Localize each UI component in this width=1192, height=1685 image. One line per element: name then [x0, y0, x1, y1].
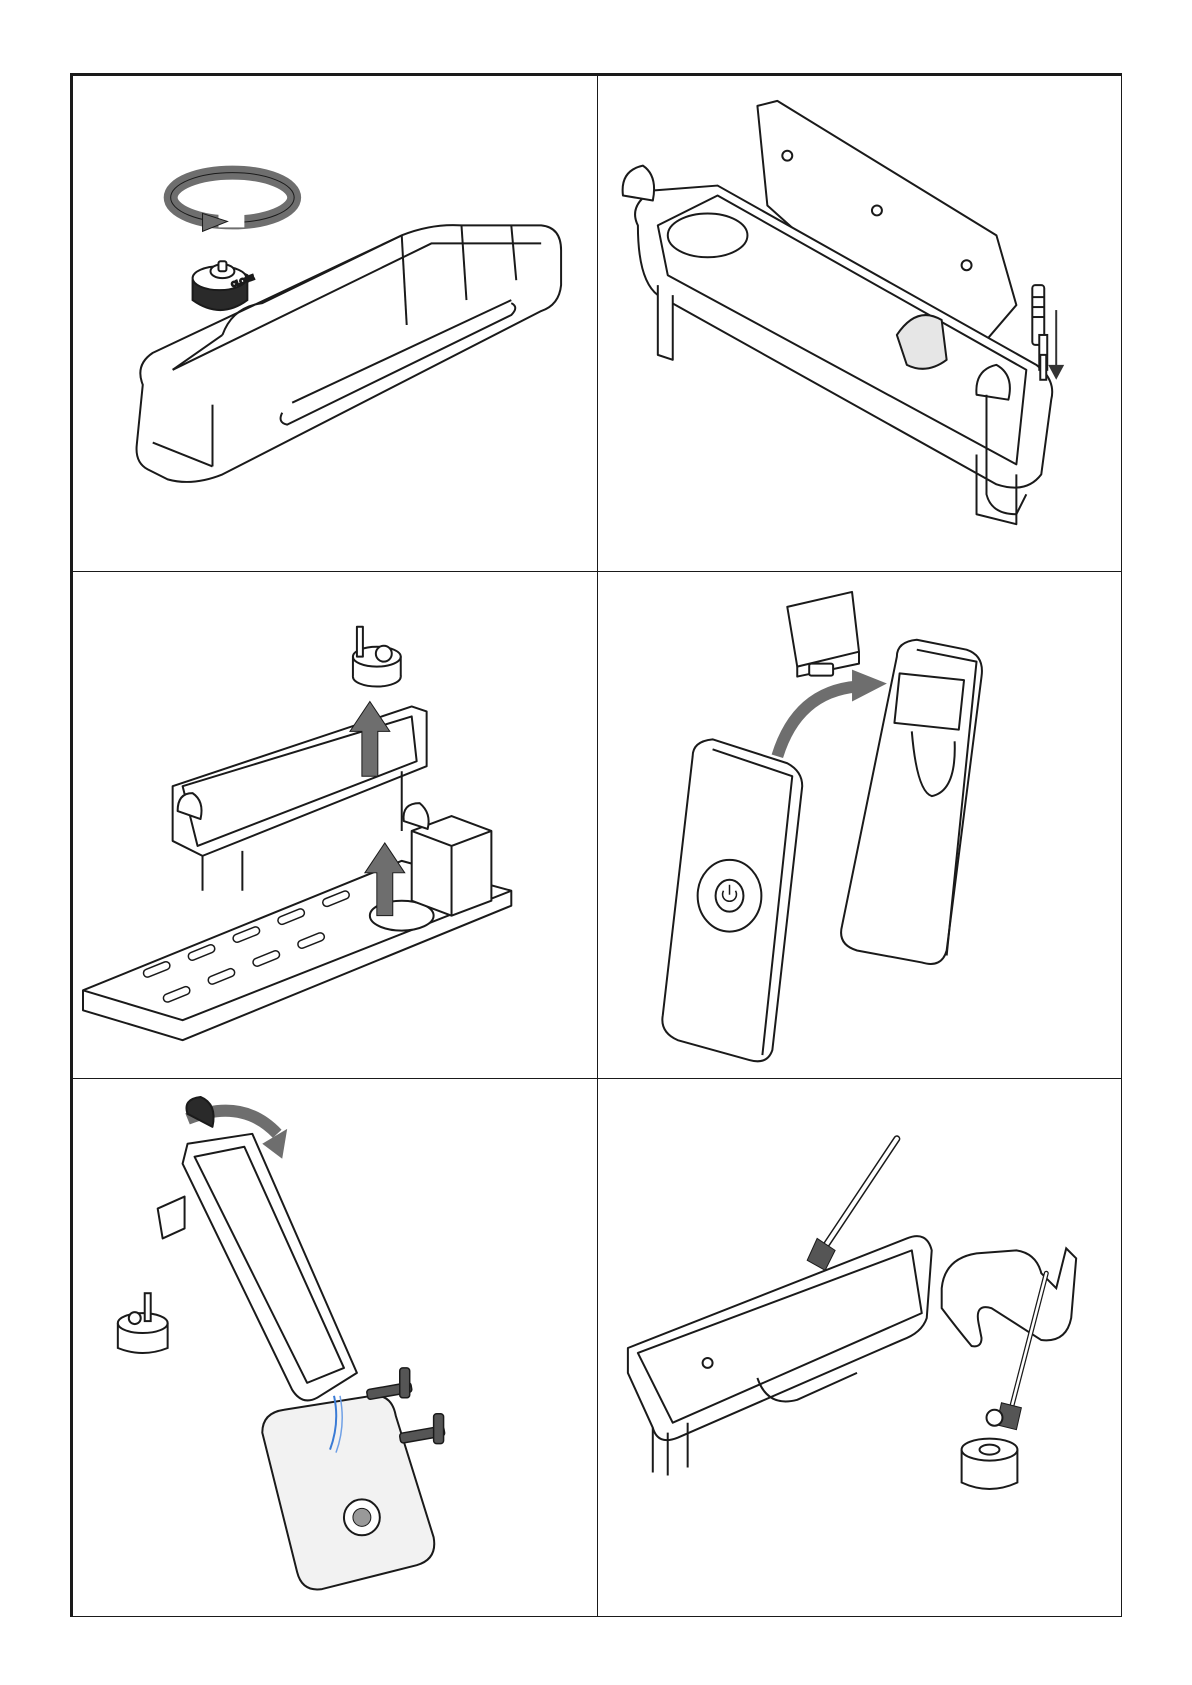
lift-tank-illustration	[73, 572, 597, 1078]
panel-insert-connector	[597, 75, 1122, 572]
control-panel-illustration	[598, 572, 1121, 1078]
float-part	[118, 1293, 168, 1353]
open-tank-illustration	[598, 76, 1121, 571]
cap-knob: CLOSE	[193, 261, 256, 310]
curved-arrow-icon	[777, 670, 887, 757]
panel-drain-water	[72, 1078, 598, 1617]
clean-tank-illustration	[598, 1079, 1121, 1616]
tank-with-knob-illustration: CLOSE	[73, 76, 597, 571]
instruction-grid: CLOSE	[70, 73, 1122, 1617]
drain-tank-illustration	[73, 1079, 597, 1616]
panel-rotate-cap: CLOSE	[72, 75, 598, 572]
rotate-arrow-icon	[171, 173, 295, 232]
sink	[262, 1396, 434, 1590]
panel-clean-brush	[597, 1078, 1122, 1617]
down-arrow-icon	[1048, 310, 1064, 380]
panel-lift-parts	[72, 571, 598, 1079]
hand-icon	[942, 1248, 1076, 1346]
tilted-tank	[158, 1097, 357, 1401]
panel-remove-cover	[597, 571, 1122, 1079]
